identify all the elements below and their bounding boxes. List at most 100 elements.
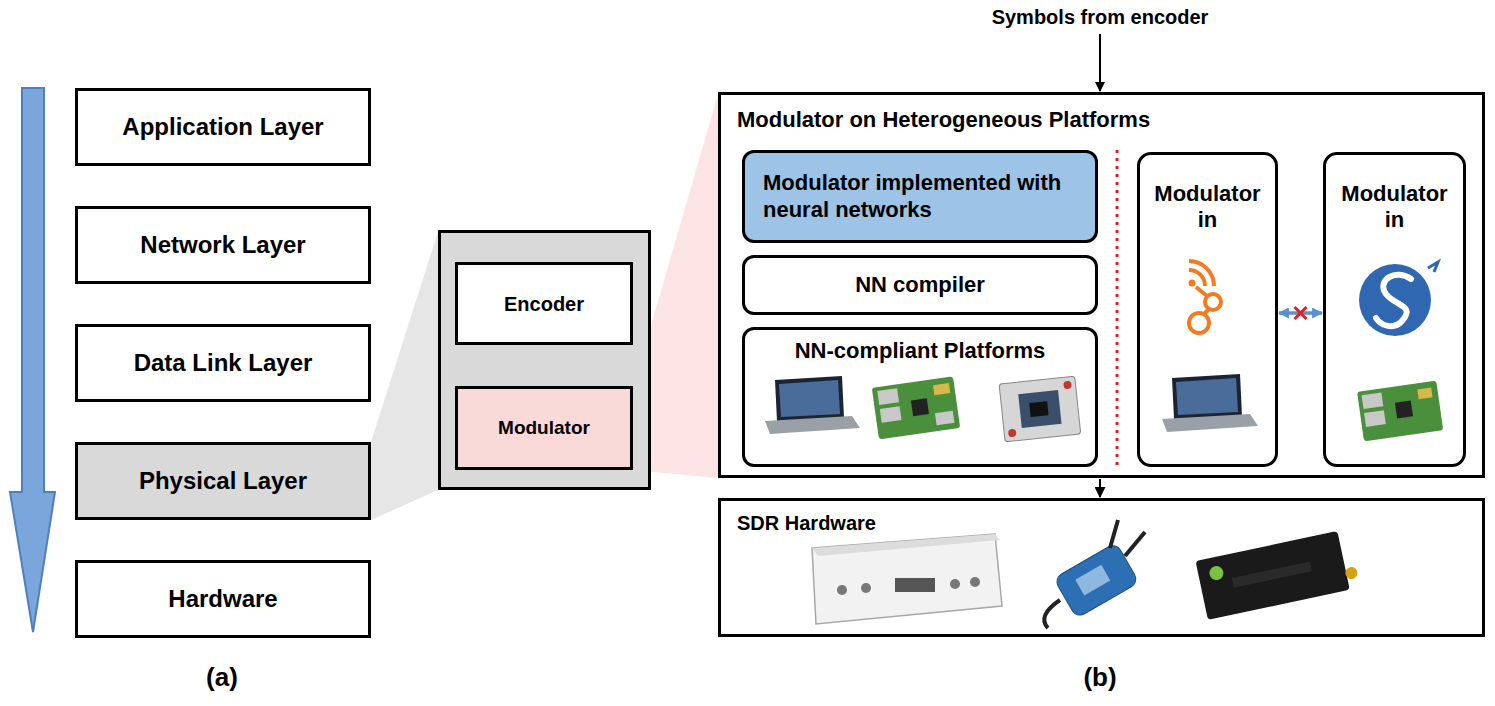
scipy-logo <box>1359 264 1431 336</box>
usrp-device-icon <box>812 534 1002 624</box>
hackrf-device-icon <box>1208 565 1225 582</box>
hardware-panel: SDR Hardware <box>718 498 1485 637</box>
layer-box: Data Link Layer <box>75 324 371 402</box>
platform-box: Modulator in <box>1137 152 1278 467</box>
usrp-device-icon <box>812 534 1000 556</box>
laptop-icon <box>1162 374 1258 432</box>
raspberry-pi-icon <box>933 383 950 395</box>
raspberry-pi-icon <box>1364 410 1386 427</box>
zoom-wedge <box>371 232 438 520</box>
box-label: Modulator <box>498 417 590 440</box>
b-series-sdr-icon <box>1044 520 1145 628</box>
gnu-radio-logo <box>1189 261 1214 286</box>
input-label: Symbols from encoder <box>992 6 1209 29</box>
separator-line <box>1116 150 1119 466</box>
raspberry-pi-icon <box>1357 381 1443 442</box>
connector-arrow <box>1099 479 1101 497</box>
microcontroller-board-icon <box>1029 401 1048 417</box>
process-box: Modulator implemented with neural networ… <box>742 150 1098 243</box>
raspberry-pi-icon <box>880 406 902 423</box>
gnu-radio-logo <box>1189 261 1222 333</box>
scipy-logo <box>1428 262 1438 272</box>
usrp-device-icon <box>812 534 1002 624</box>
zoom-wedge <box>371 232 438 520</box>
panel-label: (a) <box>206 662 238 693</box>
process-box: Encoder <box>455 262 633 345</box>
raspberry-pi-icon <box>1357 381 1443 442</box>
laptop-icon <box>1162 414 1258 432</box>
microcontroller-board-icon <box>999 376 1081 442</box>
separator-line <box>1117 150 1118 466</box>
box-label: Modulator in <box>1144 181 1271 234</box>
laptop-icon <box>779 380 840 417</box>
layer-box: Hardware <box>75 560 371 638</box>
box-label: Application Layer <box>122 113 323 142</box>
b-series-sdr-icon <box>1110 520 1118 548</box>
box-label: SDR Hardware <box>737 511 876 535</box>
incompatible-mark <box>1295 307 1307 319</box>
layer-flow-arrow <box>10 88 55 632</box>
box-label: NN-compliant Platforms <box>795 338 1046 364</box>
raspberry-pi-icon <box>877 388 899 405</box>
incompatible-mark <box>1295 307 1307 319</box>
input-arrow <box>1099 34 1101 91</box>
platform-box: Modulator in <box>1323 152 1466 467</box>
usrp-device-icon <box>895 578 935 592</box>
layer-box: Network Layer <box>75 206 371 284</box>
input-arrow <box>1100 34 1101 91</box>
panel-label: (b) <box>1083 662 1116 693</box>
hackrf-device-icon <box>1196 531 1350 620</box>
box-label: Modulator in <box>1330 181 1459 234</box>
platform-box: NN-compliant Platforms <box>742 327 1098 467</box>
gnu-radio-logo <box>1196 287 1207 296</box>
box-label: Physical Layer <box>139 467 307 496</box>
hackrf-device-icon <box>1344 566 1358 580</box>
laptop-icon <box>765 416 860 434</box>
raspberry-pi-icon <box>1395 400 1413 418</box>
raspberry-pi-icon <box>1362 392 1384 409</box>
raspberry-pi-icon <box>935 411 954 425</box>
box-label: Network Layer <box>140 231 305 260</box>
laptop-icon <box>1176 378 1238 415</box>
scipy-logo <box>1376 275 1411 326</box>
layer-flow-arrow <box>10 88 55 632</box>
gnu-radio-logo <box>1205 294 1221 310</box>
layer-box: Physical Layer <box>75 442 371 520</box>
layer-box: Application Layer <box>75 88 371 166</box>
raspberry-pi-icon <box>1417 387 1432 399</box>
microcontroller-board-icon <box>1008 429 1017 438</box>
platform-panel: Modulator on Heterogeneous PlatformsModu… <box>718 92 1485 478</box>
gnu-radio-logo <box>1189 270 1205 286</box>
box-label: Modulator on Heterogeneous Platforms <box>737 107 1150 133</box>
process-box: NN compiler <box>742 255 1098 315</box>
raspberry-pi-icon <box>872 376 960 439</box>
raspberry-pi-icon <box>872 376 960 439</box>
microcontroller-board-icon <box>1018 390 1061 428</box>
hackrf-device-icon <box>1232 561 1312 587</box>
usrp-device-icon <box>950 579 960 589</box>
box-label: Encoder <box>504 292 584 316</box>
hackrf-device-icon <box>1196 529 1361 620</box>
usrp-device-icon <box>970 577 980 587</box>
gnu-radio-logo <box>1189 280 1196 287</box>
physical-layer-container <box>440 232 650 489</box>
scipy-logo <box>1359 262 1438 336</box>
b-series-sdr-icon <box>1125 532 1145 556</box>
b-series-sdr-icon <box>1044 600 1060 628</box>
laptop-icon <box>775 376 844 421</box>
microcontroller-board-icon <box>999 376 1081 442</box>
box-label: Data Link Layer <box>134 349 313 378</box>
incompatible-mark <box>1295 307 1307 319</box>
box-label: Modulator implemented with neural networ… <box>763 170 1077 223</box>
microcontroller-board-icon <box>1063 381 1072 390</box>
usrp-device-icon <box>861 583 871 593</box>
gnu-radio-logo <box>1189 313 1209 333</box>
physical-layer-container <box>440 232 650 489</box>
b-series-sdr-icon <box>1075 565 1110 596</box>
usrp-device-icon <box>837 585 847 595</box>
process-box: Modulator <box>455 386 633 470</box>
box-label: NN compiler <box>855 272 985 298</box>
raspberry-pi-icon <box>911 398 929 416</box>
laptop-icon <box>1172 374 1242 419</box>
